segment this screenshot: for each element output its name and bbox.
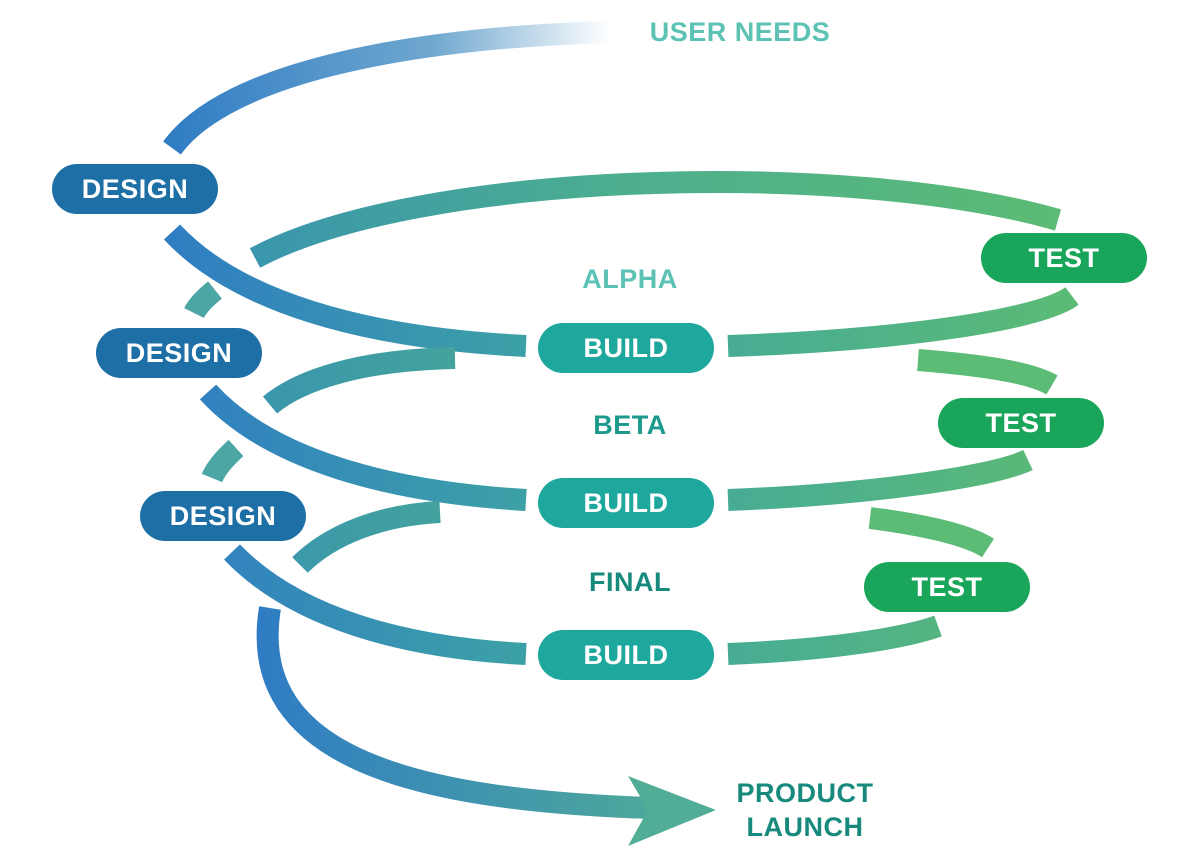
build-pill-beta: BUILD: [538, 478, 714, 528]
spiral-beta-left-connector: [201, 439, 244, 483]
spiral-beta-back: [262, 347, 456, 414]
spiral-exit-arc: [256, 606, 651, 819]
test-pill-beta: TEST: [938, 398, 1104, 448]
build-pill-alpha: BUILD: [538, 323, 714, 373]
user-needs-label: USER NEEDS: [649, 17, 831, 47]
test-pill-final: TEST: [864, 562, 1030, 612]
spiral-beta-front-right: [727, 449, 1033, 511]
spiral-final-front-right: [727, 615, 942, 665]
stage-label-final: FINAL: [589, 567, 671, 597]
stage-label-beta: BETA: [593, 410, 667, 440]
spiral-beta-right-connector: [868, 507, 994, 558]
stage-label-alpha: ALPHA: [582, 264, 678, 294]
product-launch-line-1: PRODUCT: [736, 778, 874, 808]
design-pill-final: DESIGN: [140, 491, 306, 541]
spiral-alpha-back: [249, 171, 1062, 268]
spiral-alpha-left-connector: [184, 281, 222, 319]
design-pill-beta: DESIGN: [96, 328, 262, 378]
spiral-alpha-right-connector: [917, 349, 1058, 395]
spiral-start-arc: [163, 21, 611, 155]
product-launch-line-2: LAUNCH: [746, 812, 864, 842]
test-pill-alpha: TEST: [981, 233, 1147, 283]
product-launch-label: PRODUCT LAUNCH: [700, 776, 910, 844]
spiral-alpha-front-left: [163, 224, 527, 357]
spiral-final-back: [292, 501, 441, 573]
build-pill-final: BUILD: [538, 630, 714, 680]
launch-arrowhead: [628, 776, 716, 846]
spiral-final-front-left: [224, 544, 527, 665]
spiral-alpha-front-right: [727, 286, 1079, 357]
spiral-beta-front-left: [199, 384, 527, 511]
design-pill-alpha: DESIGN: [52, 164, 218, 214]
